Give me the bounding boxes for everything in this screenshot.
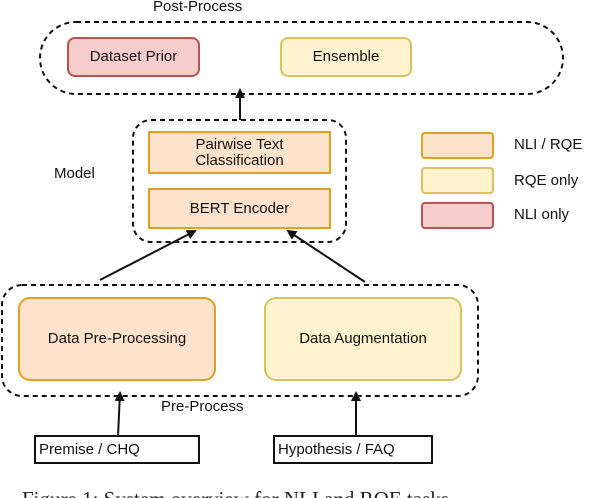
post-process-group [39, 21, 564, 95]
model-label: Model [54, 165, 95, 182]
legend-label-rqe-only: RQE only [514, 172, 579, 189]
legend-swatch-rqe-only [421, 167, 494, 194]
arrow-preproc-to-bert [99, 230, 197, 281]
pre-process-label: Pre-Process [161, 398, 244, 415]
arrow-augment-to-bert [286, 229, 366, 283]
data-augmentation-box: Data Augmentation [264, 297, 462, 381]
legend-swatch-nli-rqe [421, 132, 494, 159]
legend-label-nli-rqe: NLI / RQE [514, 136, 583, 153]
pre-process-group [1, 284, 479, 397]
legend-swatch-nli-only [421, 202, 494, 229]
data-preprocessing-box: Data Pre-Processing [18, 297, 216, 381]
figure-caption: Figure 1: System overview for NLI and RQ… [22, 487, 449, 498]
post-process-label: Post-Process [153, 0, 243, 15]
dataset-prior-box: Dataset Prior [67, 37, 200, 77]
arrow-premise-to-pre [114, 391, 125, 437]
bert-encoder-box: BERT Encoder [148, 188, 331, 229]
ensemble-box: Ensemble [280, 37, 412, 77]
pairwise-classification-box: Pairwise Text Classification [148, 131, 331, 174]
legend-label-nli-only: NLI only [514, 206, 570, 223]
model-group [132, 119, 347, 243]
hypothesis-input-box: Hypothesis / FAQ [273, 435, 433, 464]
premise-input-box: Premise / CHQ [34, 435, 200, 464]
